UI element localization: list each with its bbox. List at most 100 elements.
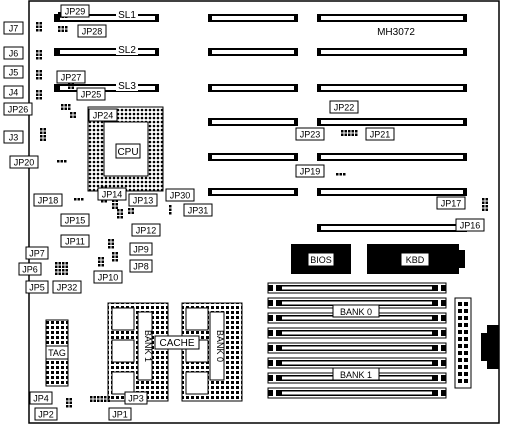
jumper-label-jp28: JP28 — [77, 24, 107, 38]
slot-label-sl3: SL3 — [116, 80, 138, 92]
svg-text:JP24: JP24 — [93, 111, 114, 121]
jumper-label-j7: J7 — [3, 21, 24, 35]
jumper-label-jp17: JP17 — [436, 196, 466, 210]
jp6-pins — [55, 262, 68, 275]
jp25-pins — [70, 112, 76, 118]
svg-text:JP15: JP15 — [65, 216, 86, 226]
j4-pins — [36, 90, 42, 100]
jumper-label-jp12: JP12 — [131, 223, 161, 237]
jumper-label-jp24: JP24 — [88, 108, 118, 122]
jumper-label-jp6: JP6 — [18, 262, 42, 276]
svg-text:JP9: JP9 — [133, 245, 149, 255]
svg-text:JP25: JP25 — [81, 90, 102, 100]
cache-bank-1-label: BANK 1 — [143, 330, 153, 362]
svg-text:JP17: JP17 — [441, 199, 462, 209]
svg-text:JP22: JP22 — [334, 103, 355, 113]
expansion-slots — [54, 14, 467, 232]
keyboard-controller-chip: KBD — [367, 244, 465, 274]
jumper-label-jp13: JP13 — [128, 193, 158, 207]
j6-pins — [36, 50, 42, 60]
jumper-label-jp10: JP10 — [93, 270, 123, 284]
jp31-pins — [169, 205, 172, 215]
jumper-labels: JP29JP28J7J6J5J4JP27JP25JP26J3JP20JP24JP… — [3, 4, 485, 421]
jumper-label-jp18: JP18 — [33, 193, 63, 207]
svg-text:JP28: JP28 — [82, 27, 103, 37]
svg-text:JP4: JP4 — [33, 394, 49, 404]
cache-sram-array: BANK 1 BANK 0 CACHE — [107, 302, 243, 402]
jp17-pins — [482, 198, 488, 211]
cache-bank-0-label: BANK 0 — [215, 330, 225, 362]
simm-bank-0-label: BANK 0 — [332, 304, 380, 318]
svg-text:JP27: JP27 — [61, 73, 82, 83]
svg-text:BANK 1: BANK 1 — [340, 370, 372, 380]
jumper-label-jp27: JP27 — [56, 70, 86, 84]
jp9-pins — [108, 239, 114, 249]
jumper-label-j5: J5 — [3, 65, 24, 79]
svg-text:JP32: JP32 — [57, 283, 78, 293]
jumper-label-jp7: JP7 — [25, 246, 49, 260]
jp11-pins — [117, 209, 123, 219]
jumper-label-jp5: JP5 — [25, 280, 49, 294]
j5-pins — [36, 70, 42, 80]
svg-text:JP12: JP12 — [136, 226, 157, 236]
j7-pins — [36, 22, 42, 32]
jumper-label-jp32: JP32 — [52, 280, 82, 294]
jumper-label-jp21: JP21 — [365, 127, 395, 141]
bios-chip: BIOS — [291, 244, 351, 274]
jp21-pins — [341, 130, 358, 136]
jp27-pins — [68, 83, 74, 89]
tag-label: TAG — [48, 348, 66, 358]
jp28-pins — [58, 26, 68, 32]
cpu-label: CPU — [117, 147, 138, 158]
svg-text:JP10: JP10 — [98, 273, 119, 283]
svg-text:JP6: JP6 — [22, 265, 38, 275]
jumper-label-jp29: JP29 — [60, 4, 90, 18]
j3-pins — [40, 128, 46, 141]
svg-text:J5: J5 — [9, 68, 19, 78]
jumper-label-jp25: JP25 — [76, 87, 106, 101]
svg-text:JP5: JP5 — [29, 283, 45, 293]
svg-text:JP11: JP11 — [65, 237, 85, 247]
jumper-label-jp22: JP22 — [329, 100, 359, 114]
bios-label: BIOS — [310, 255, 332, 265]
jp12-pins — [128, 208, 134, 214]
svg-text:JP19: JP19 — [300, 167, 321, 177]
svg-text:JP26: JP26 — [8, 105, 29, 115]
jumper-label-jp1: JP1 — [108, 407, 132, 421]
board-model-label: MH3072 — [377, 27, 415, 38]
jumper-label-jp2: JP2 — [34, 407, 58, 421]
svg-text:JP14: JP14 — [102, 190, 123, 200]
jp18-pins — [74, 198, 84, 201]
svg-text:JP23: JP23 — [300, 130, 321, 140]
jumper-label-j6: J6 — [3, 46, 24, 60]
svg-text:JP16: JP16 — [460, 221, 481, 231]
svg-text:SL3: SL3 — [118, 81, 136, 92]
svg-text:JP7: JP7 — [29, 249, 45, 259]
svg-text:JP1: JP1 — [112, 410, 128, 420]
svg-text:JP20: JP20 — [14, 158, 35, 168]
cache-label: CACHE — [159, 338, 194, 349]
svg-text:JP21: JP21 — [370, 130, 391, 140]
jumper-label-jp8: JP8 — [129, 259, 153, 273]
jumper-label-jp23: JP23 — [295, 127, 325, 141]
jumper-label-jp3: JP3 — [124, 391, 148, 405]
svg-text:J4: J4 — [9, 88, 19, 98]
kbd-label: KBD — [406, 255, 425, 265]
svg-text:J3: J3 — [9, 133, 19, 143]
keyboard-connector — [481, 325, 499, 369]
tag-sram-chip: TAG — [45, 319, 69, 387]
jumper-label-jp15: JP15 — [60, 213, 90, 227]
svg-text:JP18: JP18 — [38, 196, 59, 206]
jp20-pins — [57, 160, 67, 163]
jp2-pins — [66, 398, 72, 408]
jumper-label-jp4: JP4 — [29, 391, 53, 405]
jumper-label-jp11: JP11 — [60, 234, 90, 248]
svg-text:J7: J7 — [9, 24, 19, 34]
jumper-label-jp19: JP19 — [295, 164, 325, 178]
simm-bank-1-label: BANK 1 — [332, 367, 380, 381]
svg-text:JP31: JP31 — [188, 206, 209, 216]
slot-label-sl2: SL2 — [116, 44, 138, 56]
jp26-pins — [61, 104, 71, 110]
svg-text:JP8: JP8 — [133, 262, 149, 272]
